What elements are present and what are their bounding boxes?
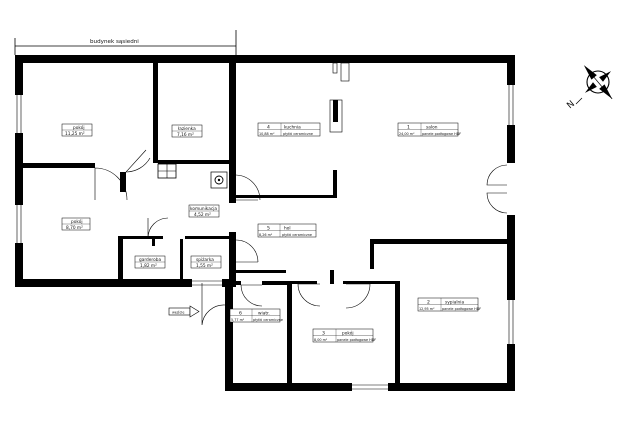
svg-text:4,52 m²: 4,52 m² <box>194 212 211 218</box>
neighbor-building: budynek sąsiedni <box>14 30 237 55</box>
svg-text:1,55 m²: 1,55 m² <box>196 263 213 269</box>
room-label-kuchnia: 4 kuchnia 10,88 m² płytki ceramiczne <box>257 122 321 137</box>
north-arrow-icon: N <box>565 65 613 111</box>
svg-text:pokój: pokój <box>71 218 83 225</box>
kitchen-counter <box>329 62 350 133</box>
svg-text:kuchnia: kuchnia <box>284 125 301 131</box>
svg-text:sypialnia: sypialnia <box>445 300 464 306</box>
svg-text:11,25 m²: 11,25 m² <box>65 131 85 137</box>
svg-text:1,82 m²: 1,82 m² <box>140 263 157 269</box>
interior-walls <box>23 63 507 383</box>
svg-text:spiżarka: spiżarka <box>196 257 214 263</box>
svg-text:płytki ceramiczne: płytki ceramiczne <box>282 233 312 237</box>
entrance-label: wejście <box>172 311 184 315</box>
svg-text:12,95 m²: 12,95 m² <box>419 307 435 311</box>
room-label-wiatrolap: 6 wiatr. 5,77 m² płytki ceramiczne <box>229 308 283 323</box>
room-label-lazienka: łazienka 7,16 m² <box>171 124 203 138</box>
room-label-pokoj-bottom: 3 pokój 8,00 m² panele podłogowe HDF <box>312 328 376 343</box>
svg-text:8,70 m²: 8,70 m² <box>66 225 83 231</box>
doors <box>94 149 508 326</box>
svg-text:pokój: pokój <box>342 330 354 337</box>
room-label-komunikacja: komunikacja 4,52 m² <box>188 204 220 218</box>
svg-text:garderoba: garderoba <box>139 257 161 263</box>
room-label-hol: 5 hol 8,26 m² płytki ceramiczne <box>257 223 317 238</box>
svg-text:2: 2 <box>427 300 430 306</box>
svg-text:8,26 m²: 8,26 m² <box>259 233 273 237</box>
room-label-pokoj-mid: pokój 8,70 m² <box>61 217 91 231</box>
svg-text:pokój: pokój <box>73 124 85 131</box>
neighbor-building-label: budynek sąsiedni <box>90 39 139 45</box>
svg-text:komunikacja: komunikacja <box>190 206 217 212</box>
svg-text:łazienka: łazienka <box>178 126 196 132</box>
svg-text:salon: salon <box>426 125 438 131</box>
svg-text:10,88 m²: 10,88 m² <box>259 132 275 136</box>
svg-text:płytki ceramiczne: płytki ceramiczne <box>253 318 283 322</box>
svg-text:3: 3 <box>322 331 325 337</box>
svg-text:hol: hol <box>284 226 291 232</box>
svg-text:5,77 m²: 5,77 m² <box>231 318 245 322</box>
room-label-spizarka: spiżarka 1,55 m² <box>190 255 222 269</box>
room-label-salon: 1 salon 24,00 m² panele podłogowe HDF <box>397 122 461 137</box>
svg-text:4: 4 <box>267 125 270 131</box>
windows <box>14 85 516 392</box>
svg-text:panele podłogowe HDF: panele podłogowe HDF <box>442 307 481 311</box>
svg-text:5: 5 <box>267 226 270 232</box>
svg-text:8,00 m²: 8,00 m² <box>314 338 328 342</box>
svg-text:7,16 m²: 7,16 m² <box>177 132 194 138</box>
bathroom-fixtures <box>157 163 228 189</box>
svg-text:płytki ceramiczne: płytki ceramiczne <box>283 132 313 136</box>
svg-text:wiatr.: wiatr. <box>258 311 270 317</box>
svg-text:6: 6 <box>239 311 242 317</box>
svg-text:1: 1 <box>407 125 410 131</box>
svg-text:panele podłogowe HDF: panele podłogowe HDF <box>337 338 376 342</box>
room-label-garderoba: garderoba 1,82 m² <box>134 255 166 269</box>
room-label-pokoj-top: pokój 11,25 m² <box>61 123 93 137</box>
svg-text:panele podłogowe HDF: panele podłogowe HDF <box>422 132 461 136</box>
svg-text:24,00 m²: 24,00 m² <box>399 132 415 136</box>
room-label-sypialnia: 2 sypialnia 12,95 m² panele podłogowe HD… <box>417 297 481 312</box>
north-letter: N <box>565 99 577 111</box>
entrance-arrow-icon: wejście <box>168 305 200 318</box>
